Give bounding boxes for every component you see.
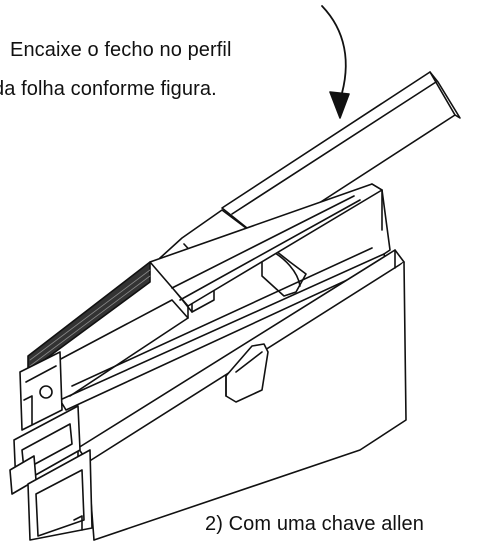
profile-cross-section: [9, 351, 93, 541]
instruction-step-1-line-2: da folha conforme figura.: [0, 78, 217, 100]
curved-arrow-down-icon: [321, 5, 350, 119]
instruction-step-2-line-1: 2) Com uma chave allen: [205, 513, 424, 535]
aluminium-profile: [27, 183, 391, 411]
instruction-step-1-line-1: Encaixe o fecho no perfil: [10, 39, 232, 61]
lower-profile-channel: [77, 249, 407, 541]
